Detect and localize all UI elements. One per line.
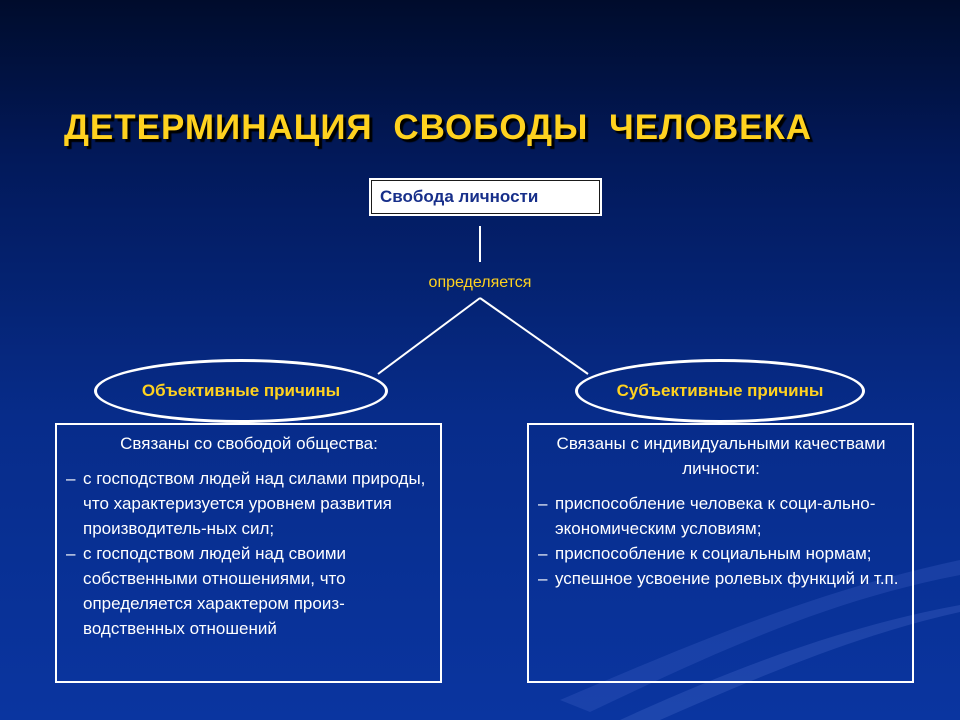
objective-causes-panel: Связаны со свободой общества: с господст… [55,423,442,683]
objective-causes-ellipse: Объективные причины [94,359,388,423]
list-item: приспособление к социальным нормам; [538,541,904,566]
objective-causes-list: с господством людей над силами природы, … [66,466,432,641]
list-item: с господством людей над своими собственн… [66,541,432,641]
right-diagonal-connector [479,297,589,375]
left-diagonal-connector [377,297,481,375]
top-node-label: Свобода личности [380,187,539,206]
objective-panel-heading: Связаны со свободой общества: [120,434,378,453]
list-item: успешное усвоение ролевых функций и т.п. [538,566,904,591]
slide-title: ДЕТЕРМИНАЦИЯ СВОБОДЫ ЧЕЛОВЕКА [64,108,813,147]
subjective-causes-label: Субъективные причины [616,381,824,400]
subjective-causes-ellipse: Субъективные причины [575,359,865,423]
top-node-box: Свобода личности [369,178,602,216]
subjective-causes-list: приспособление человека к соци-ально-эко… [538,491,904,591]
subjective-causes-panel: Связаны с индивидуальными качествами лич… [527,423,914,683]
connector-label: определяется [428,274,532,291]
list-item: с господством людей над силами природы, … [66,466,432,541]
subjective-panel-heading: Связаны с индивидуальными качествами лич… [556,434,886,478]
list-item: приспособление человека к соци-ально-эко… [538,491,904,541]
objective-causes-label: Объективные причины [141,381,341,400]
